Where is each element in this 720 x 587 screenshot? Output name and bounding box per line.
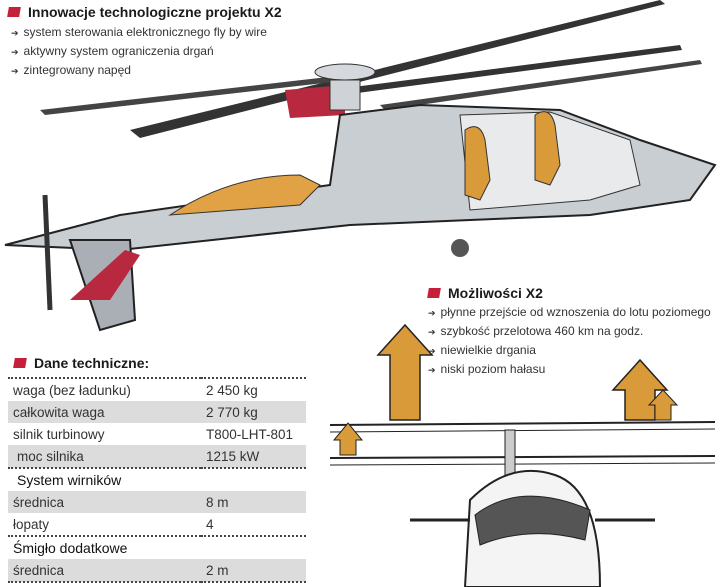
innovation-item: ➔zintegrowany napęd bbox=[11, 63, 131, 77]
upper-rotor bbox=[329, 421, 716, 426]
lift-arrow-small bbox=[332, 422, 364, 456]
innovation-item: ➔system sterowania elektronicznego fly b… bbox=[11, 25, 267, 39]
lift-arrow-large bbox=[376, 323, 434, 421]
arrow-bullet-icon: ➔ bbox=[428, 365, 436, 375]
innovations-title: Innowacje technologiczne projektu X2 bbox=[28, 4, 282, 20]
rotor-blade bbox=[130, 0, 665, 138]
pusher-prop bbox=[42, 194, 53, 311]
arrow-bullet-icon: ➔ bbox=[428, 308, 436, 318]
arrow-bullet-icon: ➔ bbox=[11, 66, 19, 76]
arrow-bullet-icon: ➔ bbox=[428, 327, 436, 337]
capability-item: ➔niewielkie drgania bbox=[428, 343, 536, 357]
section-marker-icon bbox=[7, 7, 21, 17]
innovations-section: Innowacje technologiczne projektu X2 ➔sy… bbox=[7, 4, 282, 80]
specs-section: Dane techniczne: waga (bez ładunku)2 450… bbox=[8, 355, 306, 584]
section-marker-icon bbox=[13, 358, 27, 368]
arrow-bullet-icon: ➔ bbox=[11, 47, 19, 57]
specs-table: waga (bez ładunku)2 450 kg całkowita wag… bbox=[8, 377, 306, 584]
arrow-bullet-icon: ➔ bbox=[11, 28, 19, 38]
rotor-blade bbox=[380, 60, 702, 110]
table-section-header: System wirników bbox=[8, 467, 306, 491]
table-row: waga (bez ładunku)2 450 kg bbox=[8, 377, 306, 401]
capabilities-section: Możliwości X2 ➔płynne przejście od wznos… bbox=[427, 285, 711, 379]
rotor-blade bbox=[40, 75, 350, 115]
lift-arrow-small bbox=[647, 389, 679, 421]
innovation-item: ➔aktywny system ograniczenia drgań bbox=[11, 44, 214, 58]
rotor-blade bbox=[330, 45, 682, 96]
table-section-header: Śmigło dodatkowe bbox=[8, 535, 306, 559]
capability-item: ➔płynne przejście od wznoszenia do lotu … bbox=[428, 305, 711, 319]
capability-item: ➔szybkość przelotowa 460 km na godz. bbox=[428, 324, 644, 338]
specs-title: Dane techniczne: bbox=[34, 355, 150, 371]
arrow-bullet-icon: ➔ bbox=[428, 346, 436, 356]
lower-rotor bbox=[329, 455, 716, 459]
section-marker-icon bbox=[427, 288, 441, 298]
capability-item: ➔niski poziom hałasu bbox=[428, 362, 546, 376]
capabilities-title: Możliwości X2 bbox=[448, 285, 543, 301]
